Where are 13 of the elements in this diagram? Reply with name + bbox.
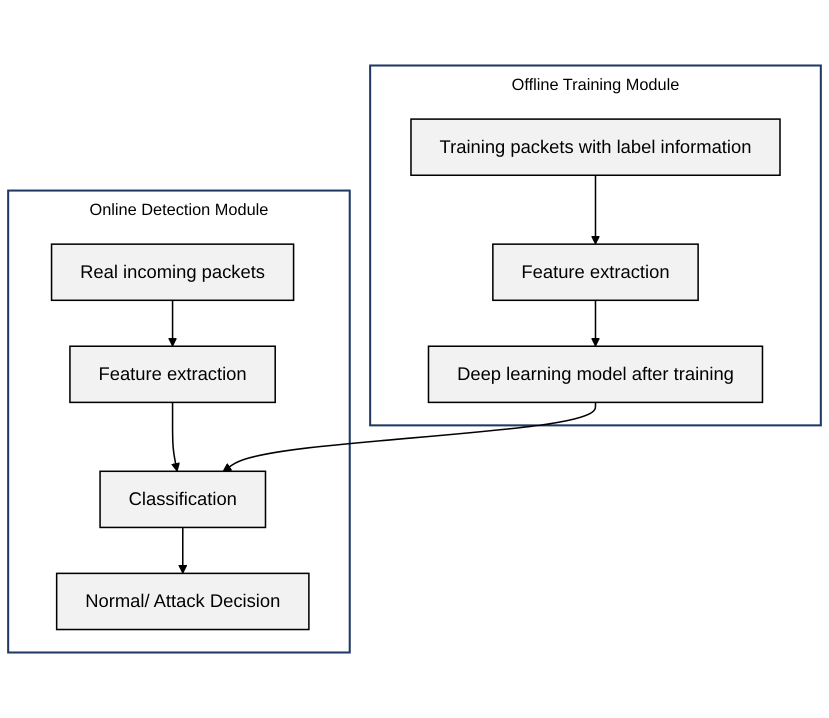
arrow <box>168 300 178 347</box>
arrow <box>178 527 188 574</box>
arrow <box>591 300 600 347</box>
arrow <box>591 175 600 245</box>
arrow <box>222 402 596 472</box>
node-box: Training packets with label information <box>410 118 781 176</box>
node-box: Normal/ Attack Decision <box>56 572 310 630</box>
node-box: Classification <box>99 470 266 528</box>
node-box: Real incoming packets <box>50 243 294 302</box>
node-box: Deep learning model after training <box>428 345 764 404</box>
node-box: Feature extraction <box>69 345 276 404</box>
node-box: Feature extraction <box>492 243 699 302</box>
arrow <box>171 402 180 472</box>
